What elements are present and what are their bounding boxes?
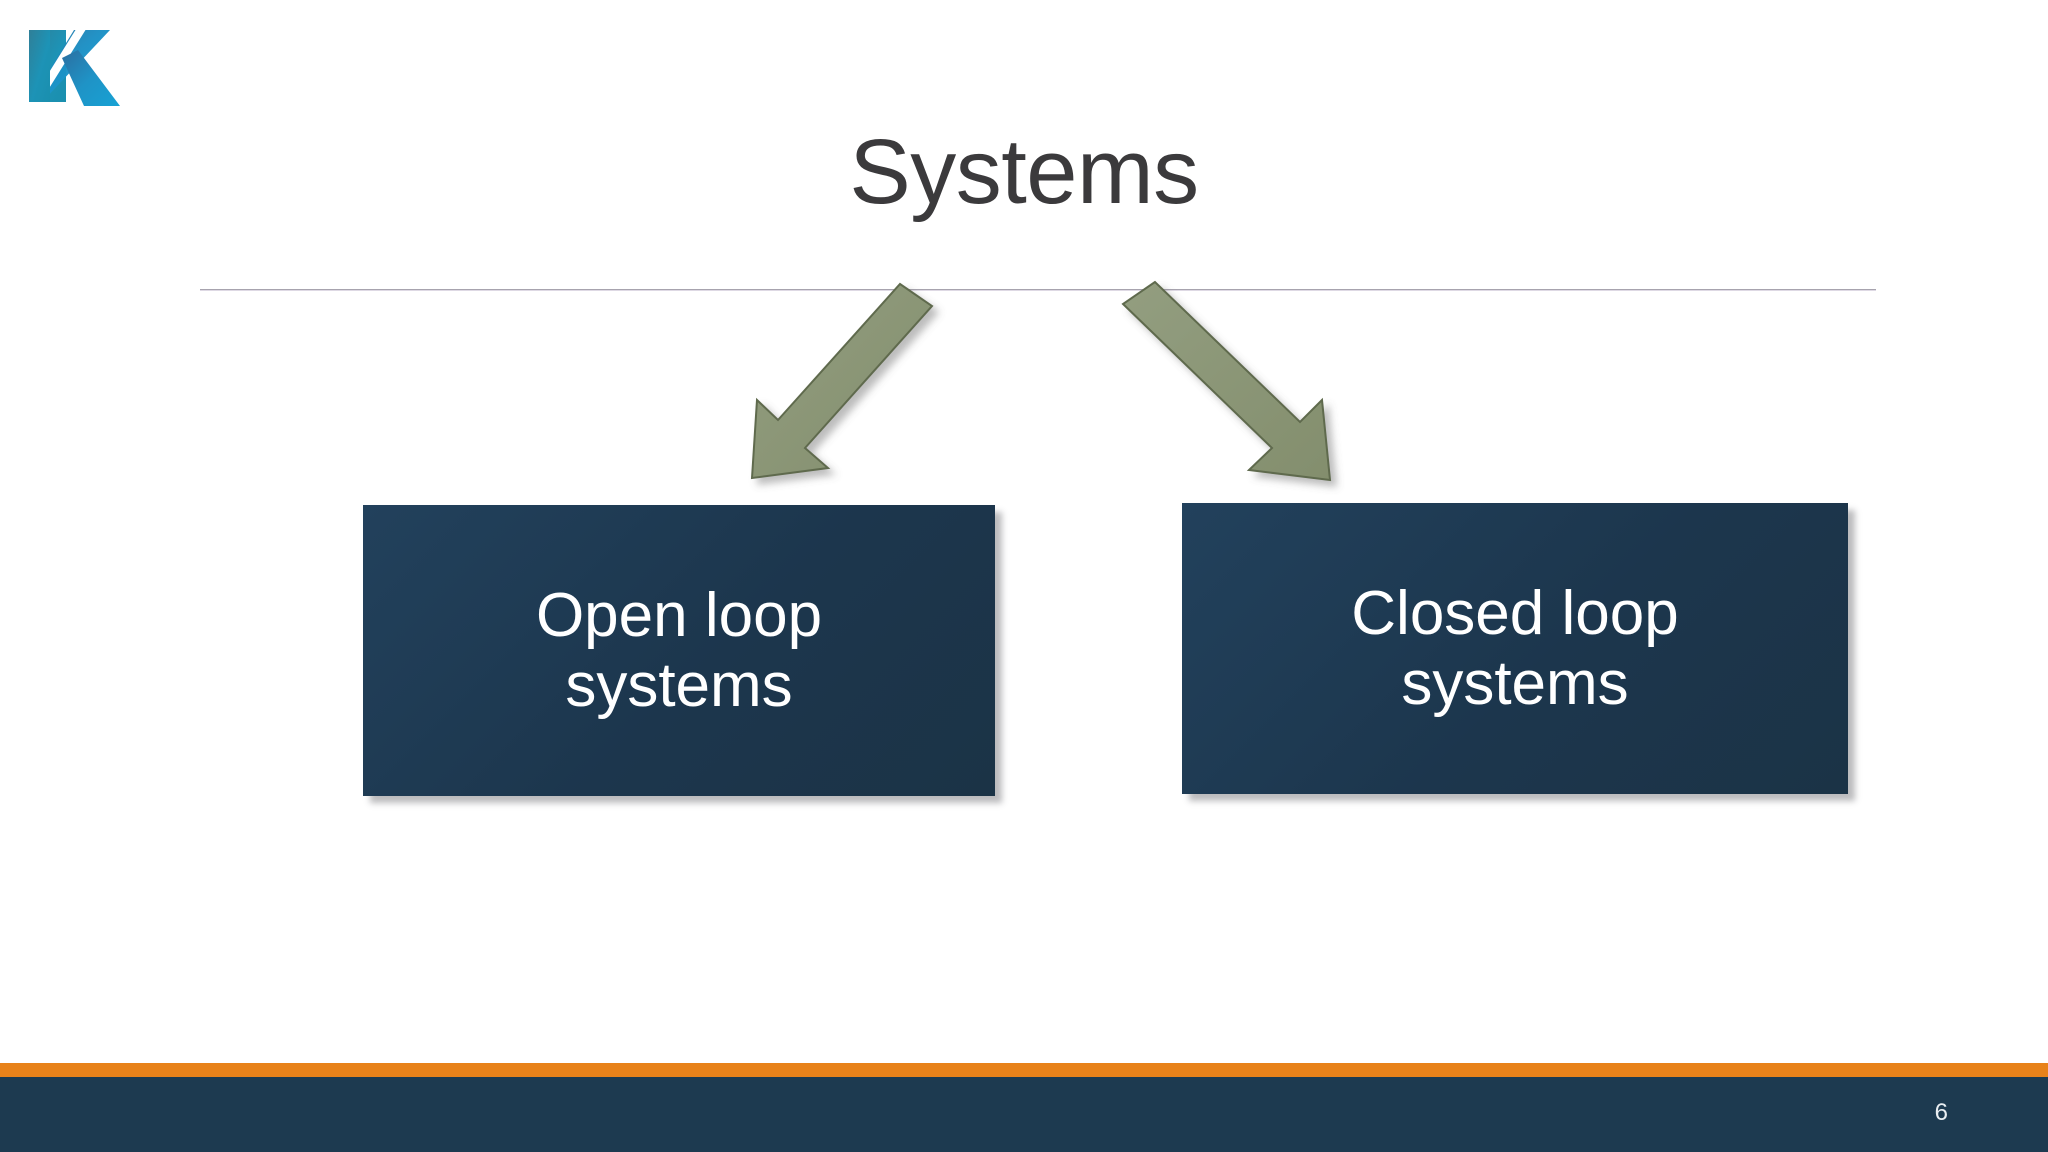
closed-loop-systems-label: Closed loop systems xyxy=(1351,579,1679,718)
open-loop-systems-label: Open loop systems xyxy=(535,581,823,720)
footer-accent-bar xyxy=(0,1063,2048,1077)
arrow-to-open-loop xyxy=(750,282,934,480)
slide-title: Systems xyxy=(849,121,1199,223)
arrow-to-closed-loop xyxy=(1121,280,1332,482)
open-loop-systems-box[interactable]: Open loop systems xyxy=(363,505,995,796)
stylized-k-logo xyxy=(22,14,130,118)
closed-loop-systems-box[interactable]: Closed loop systems xyxy=(1182,503,1848,794)
footer-bar xyxy=(0,1077,2048,1152)
title-divider-rule xyxy=(200,289,1876,291)
page-number: 6 xyxy=(1934,1099,1948,1126)
